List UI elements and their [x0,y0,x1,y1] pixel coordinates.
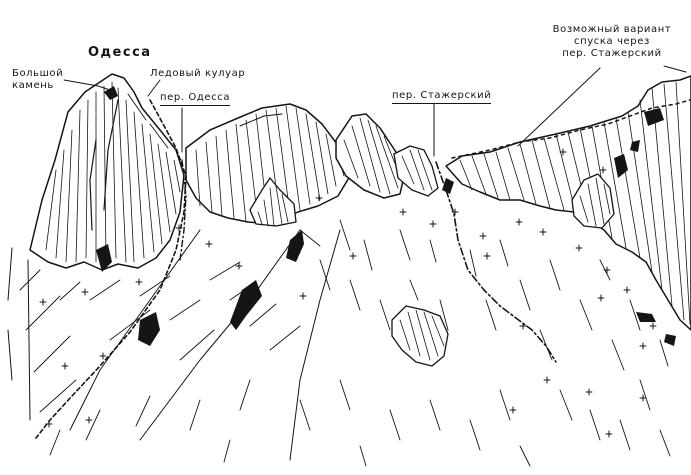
bolshoi-kamen-line-1: Большой [12,68,64,79]
pass-stazhersky-label: пер. Стажерский [392,90,492,104]
odessa-peak-massif [29,73,185,272]
crevasse-marks [39,148,657,438]
route-alt-descent [451,99,691,159]
leader-lines [63,65,687,157]
alt-descent-line-2: спуска через [574,36,650,47]
glacier-surface [7,219,676,467]
middle-ridge [185,103,351,227]
bolshoi-kamen-line-2: камень [12,80,54,91]
pass-rocks [393,145,454,197]
route-ice-couloir [35,99,187,439]
alt-descent-line-3: пер. Стажерский [562,48,662,59]
alt-descent-line-1: Возможный вариант [552,24,672,35]
route-pass-odessa [179,159,187,261]
right-ridge [445,75,691,331]
bolshoi-kamen-label: Большой камень [12,68,63,92]
ice-couloir-label: Ледовый кулуар [150,68,246,79]
route-lines [35,99,691,439]
alt-descent-label: Возможный вариант спуска через пер. Стаж… [536,24,688,60]
pass-odessa-label: пер. Одесса [160,92,231,106]
rock-tower [335,113,405,199]
route-pass-stazhersky [435,161,557,363]
peak-odessa-label: Одесса [88,45,152,60]
